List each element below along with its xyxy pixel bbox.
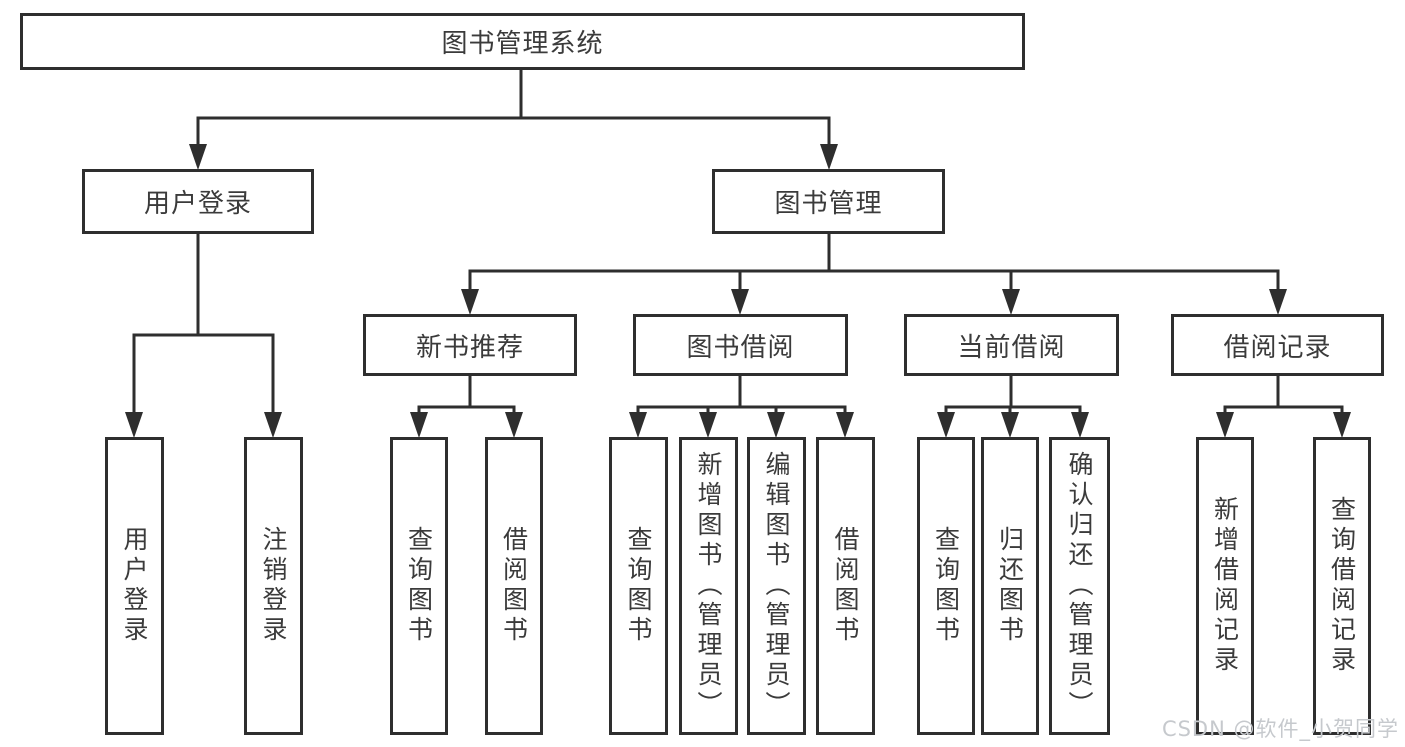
- node-book-borrow: 图书借阅: [633, 314, 848, 376]
- arrowhead: [410, 412, 428, 438]
- arrowhead: [1001, 412, 1019, 438]
- node-edit-books-admin: 编辑图书（管理员）: [747, 437, 806, 735]
- node-label: 用户登录: [143, 189, 252, 219]
- node-label: 借阅图书: [831, 526, 860, 646]
- node-add-borrow-record: 新增借阅记录: [1196, 437, 1254, 735]
- node-root: 图书管理系统: [20, 13, 1025, 70]
- connector-records-branch: [1223, 376, 1344, 434]
- arrowhead: [189, 144, 207, 170]
- node-label: 图书管理系统: [441, 29, 604, 59]
- arrowhead: [731, 289, 749, 315]
- arrowhead: [820, 144, 838, 170]
- node-recommend-borrow-books: 借阅图书: [485, 437, 543, 735]
- node-logout-action: 注销登录: [244, 437, 303, 735]
- watermark: CSDN @软件_小贺同学: [1161, 717, 1399, 741]
- connector-book-mgmt-branch: [468, 233, 1280, 311]
- arrowhead: [699, 412, 717, 438]
- node-label: 归还图书: [995, 526, 1025, 646]
- node-confirm-return-admin: 确认归还（管理员）: [1049, 437, 1110, 735]
- node-label: 新书推荐: [415, 332, 524, 363]
- node-recommend-query-books: 查询图书: [390, 437, 448, 735]
- node-return-books: 归还图书: [981, 437, 1039, 735]
- arrowhead: [505, 412, 523, 438]
- node-label: 查询借阅记录: [1327, 496, 1357, 676]
- node-label: 用户登录: [120, 526, 149, 646]
- node-user-login-action: 用户登录: [105, 437, 164, 735]
- node-borrow-query-books: 查询图书: [609, 437, 668, 735]
- node-label: 新增图书（管理员）: [694, 451, 723, 721]
- node-label: 新增借阅记录: [1210, 496, 1240, 676]
- node-current-borrow: 当前借阅: [904, 314, 1119, 376]
- node-book-management: 图书管理: [712, 169, 945, 234]
- connector-user-login-branch: [132, 234, 275, 434]
- node-query-borrow-record: 查询借阅记录: [1313, 437, 1371, 735]
- node-label: 图书借阅: [686, 332, 795, 363]
- node-label: 注销登录: [259, 526, 288, 646]
- arrowhead: [629, 412, 647, 438]
- node-label: 图书管理: [774, 189, 883, 219]
- node-add-books-admin: 新增图书（管理员）: [679, 437, 738, 735]
- node-borrow-borrow-books: 借阅图书: [816, 437, 875, 735]
- arrowhead: [767, 412, 785, 438]
- arrowhead: [125, 412, 143, 438]
- arrowhead: [1002, 289, 1020, 315]
- node-new-book-recommend: 新书推荐: [363, 314, 577, 376]
- node-current-query-books: 查询图书: [917, 437, 975, 735]
- arrowhead: [1216, 412, 1234, 438]
- connector-level1: [196, 116, 831, 166]
- node-label: 确认归还（管理员）: [1065, 451, 1094, 721]
- arrowhead: [937, 412, 955, 438]
- node-label: 查询图书: [931, 526, 961, 646]
- node-label: 借阅记录: [1223, 332, 1332, 363]
- arrowhead: [836, 412, 854, 438]
- node-label: 查询图书: [624, 526, 653, 646]
- connector-recommend-branch: [417, 376, 516, 434]
- node-borrow-records: 借阅记录: [1171, 314, 1384, 376]
- node-label: 借阅图书: [499, 526, 529, 646]
- arrowhead: [1071, 412, 1089, 438]
- connector-borrow-branch: [636, 376, 847, 434]
- node-label: 当前借阅: [957, 332, 1066, 363]
- node-label: 编辑图书（管理员）: [762, 451, 791, 721]
- node-label: 查询图书: [404, 526, 434, 646]
- arrowhead: [264, 412, 282, 438]
- node-user-login: 用户登录: [82, 169, 314, 234]
- arrowhead: [461, 289, 479, 315]
- arrowhead: [1269, 289, 1287, 315]
- arrowhead: [1333, 412, 1351, 438]
